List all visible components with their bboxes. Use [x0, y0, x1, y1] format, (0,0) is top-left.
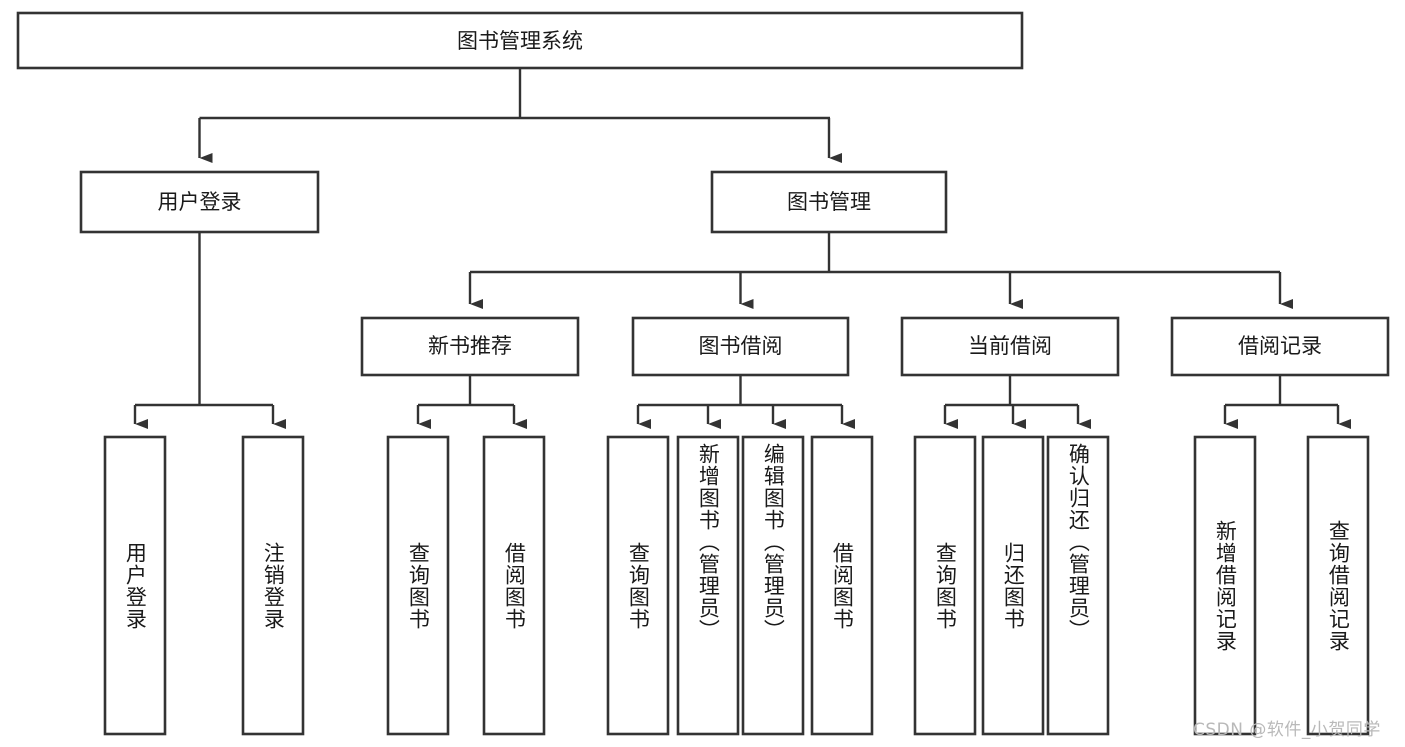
node-boxes: [16, 11, 1390, 377]
leaf-label-borrow-book-rec: 借阅图书: [502, 541, 527, 630]
node-label-current-borrow: 当前借阅: [968, 334, 1052, 358]
leaf-label-add-book: 新增图书（管理员）: [696, 443, 721, 641]
leaf-label-cell-edit-book[interactable]: 编辑图书（管理员）: [743, 437, 803, 734]
leaf-box-user-login[interactable]: [103, 435, 167, 736]
leaf-label-cell-add-record[interactable]: 新增借阅记录: [1195, 437, 1255, 734]
leaf-box-add-record[interactable]: [1193, 435, 1257, 736]
leaf-box-return-book[interactable]: [981, 435, 1045, 736]
leaf-box-query-book-bor[interactable]: [606, 435, 670, 736]
connector-bookmgmt-to-level3: [468, 232, 1293, 309]
connector-record-to-leaves: [1223, 375, 1351, 429]
leaf-label-cell-add-book[interactable]: 新增图书（管理员）: [678, 437, 738, 734]
leaf-label-user-login: 用户登录: [123, 541, 148, 630]
leaf-label-query-book-cur: 查询图书: [933, 541, 958, 630]
leaf-label-logout: 注销登录: [261, 541, 286, 630]
node-box-root[interactable]: [16, 11, 1024, 70]
leaf-box-query-book-rec[interactable]: [386, 435, 450, 736]
leaf-label-query-book-rec: 查询图书: [406, 541, 431, 630]
csdn-watermark: CSDN @软件_小贺同学: [1193, 720, 1381, 740]
node-box-user-login[interactable]: [79, 170, 320, 234]
node-box-current-borrow[interactable]: [900, 316, 1120, 377]
leaf-label-edit-book: 编辑图书（管理员）: [761, 443, 786, 641]
connector-current-to-leaves: [943, 375, 1091, 429]
node-label-book-borrow: 图书借阅: [699, 334, 783, 358]
leaf-box-borrow-book-rec[interactable]: [482, 435, 546, 736]
leaf-label-cell-query-record[interactable]: 查询借阅记录: [1308, 437, 1368, 734]
leaf-label-cell-borrow-book-bor[interactable]: 借阅图书: [812, 437, 872, 734]
leaf-label-cell-return-book[interactable]: 归还图书: [983, 437, 1043, 734]
leaf-box-edit-book[interactable]: [741, 435, 805, 736]
leaf-box-logout[interactable]: [241, 435, 305, 736]
connector-userlogin-to-leaves: [133, 232, 286, 429]
leaf-label-cell-logout[interactable]: 注销登录: [243, 437, 303, 734]
leaf-boxes: [103, 435, 1370, 736]
leaf-label-cell-user-login[interactable]: 用户登录: [105, 437, 165, 734]
leaf-label-cell-query-book-cur[interactable]: 查询图书: [915, 437, 975, 734]
leaf-label-query-record: 查询借阅记录: [1326, 519, 1351, 652]
leaf-label-cell-query-book-rec[interactable]: 查询图书: [388, 437, 448, 734]
node-label-book-management: 图书管理: [787, 190, 871, 214]
leaf-label-cell-query-book-bor[interactable]: 查询图书: [608, 437, 668, 734]
leaf-box-query-record[interactable]: [1306, 435, 1370, 736]
leaf-label-confirm-return: 确认归还（管理员）: [1066, 443, 1091, 641]
leaf-label-cell-borrow-book-rec[interactable]: 借阅图书: [484, 437, 544, 734]
leaf-box-add-book[interactable]: [676, 435, 740, 736]
connector-root-to-level2: [198, 68, 842, 163]
connector-recommend-to-leaves: [416, 375, 527, 429]
leaf-label-borrow-book-bor: 借阅图书: [830, 541, 855, 630]
node-label-new-book-recommend: 新书推荐: [428, 334, 512, 358]
leaf-box-confirm-return[interactable]: [1046, 435, 1110, 736]
node-box-new-book-recommend[interactable]: [360, 316, 580, 377]
node-label-borrow-record: 借阅记录: [1238, 334, 1322, 358]
leaf-box-query-book-cur[interactable]: [913, 435, 977, 736]
leaf-box-borrow-book-bor[interactable]: [810, 435, 874, 736]
connector-borrow-to-leaves: [636, 375, 855, 429]
node-label-root: 图书管理系统: [457, 29, 583, 53]
leaf-label-cell-confirm-return[interactable]: 确认归还（管理员）: [1048, 437, 1108, 734]
node-label-user-login: 用户登录: [158, 190, 242, 214]
leaf-label-return-book: 归还图书: [1001, 541, 1026, 630]
leaf-label-add-record: 新增借阅记录: [1213, 519, 1238, 652]
leaf-label-query-book-bor: 查询图书: [626, 541, 651, 630]
